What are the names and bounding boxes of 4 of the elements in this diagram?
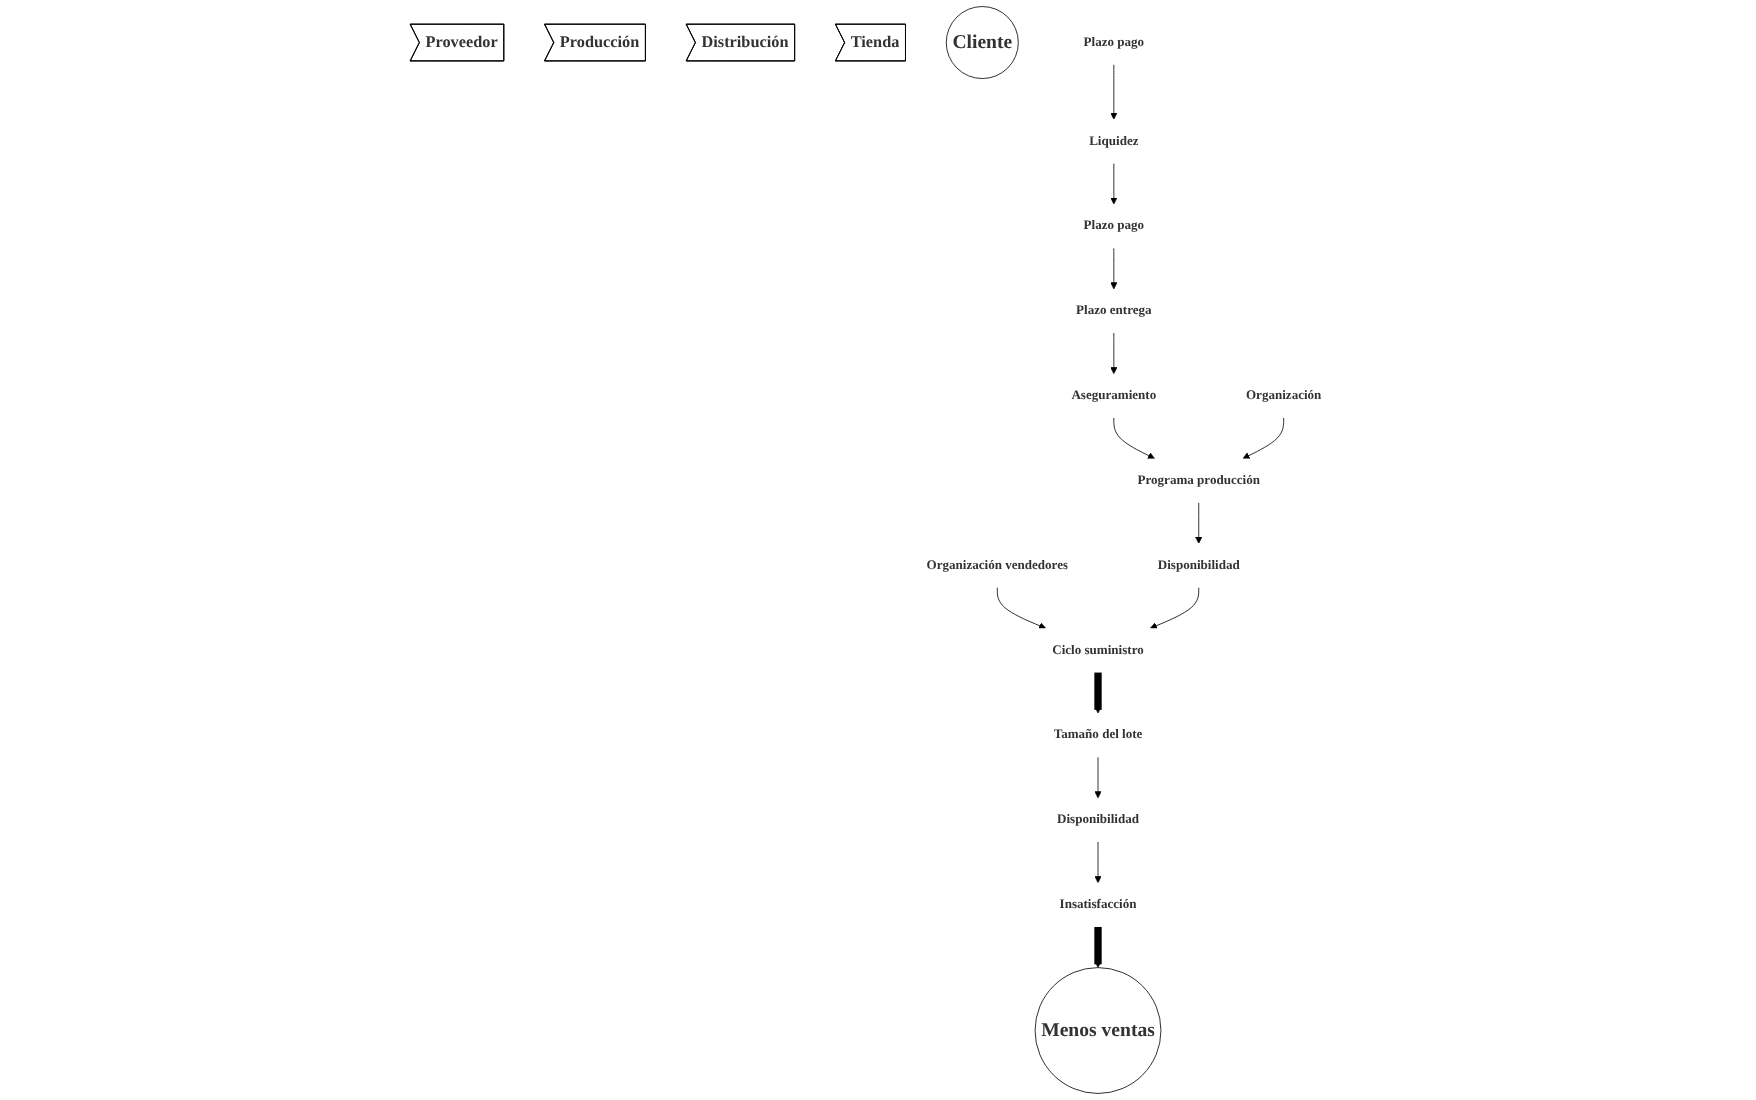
arrow bbox=[1094, 926, 1102, 968]
node-circle: Cliente bbox=[945, 6, 1019, 79]
arrow bbox=[1094, 672, 1102, 714]
node-circle: Menos ventas bbox=[1034, 967, 1162, 1094]
